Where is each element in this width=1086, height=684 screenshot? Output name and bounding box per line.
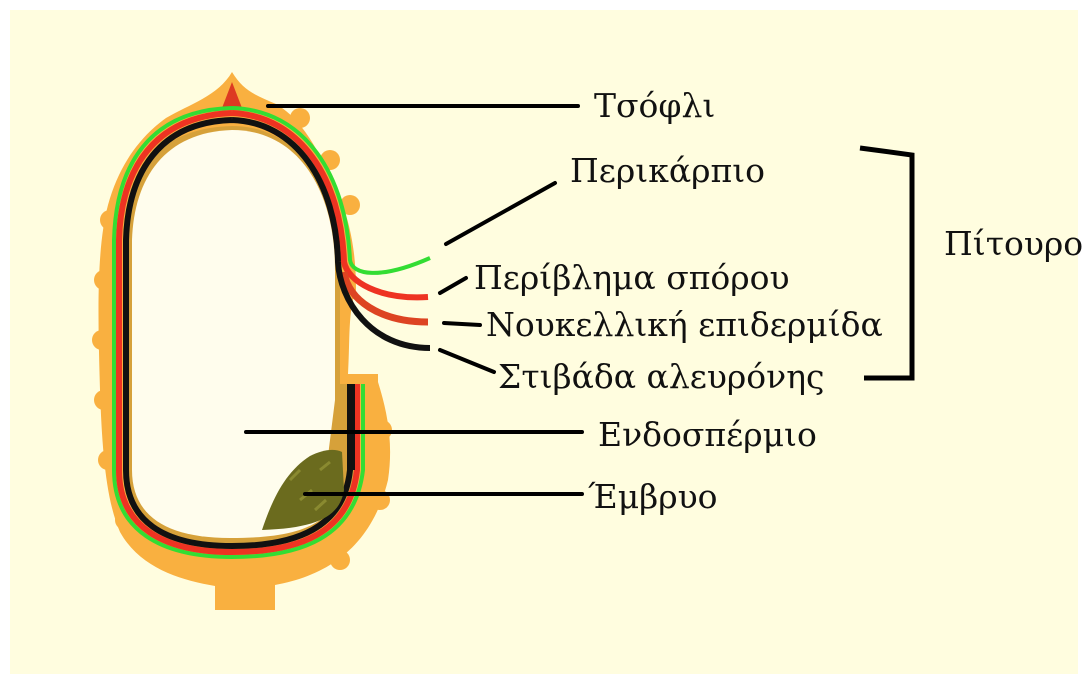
- label-bran: Πίτουρο: [944, 224, 1083, 263]
- label-endosperm: Ενδοσπέρμιο: [598, 415, 817, 454]
- label-embryo: Έμβρυο: [588, 477, 718, 516]
- leader-nucellar: [444, 323, 480, 325]
- label-husk: Τσόφλι: [594, 86, 715, 125]
- label-nucellar-epidermis: Νουκελλική επιδερμίδα: [486, 305, 883, 344]
- label-pericarp: Περικάρπιο: [570, 151, 765, 190]
- label-aleurone-layer: Στιβάδα αλευρόνης: [498, 357, 824, 396]
- label-seed-coat: Περίβλημα σπόρου: [474, 258, 790, 297]
